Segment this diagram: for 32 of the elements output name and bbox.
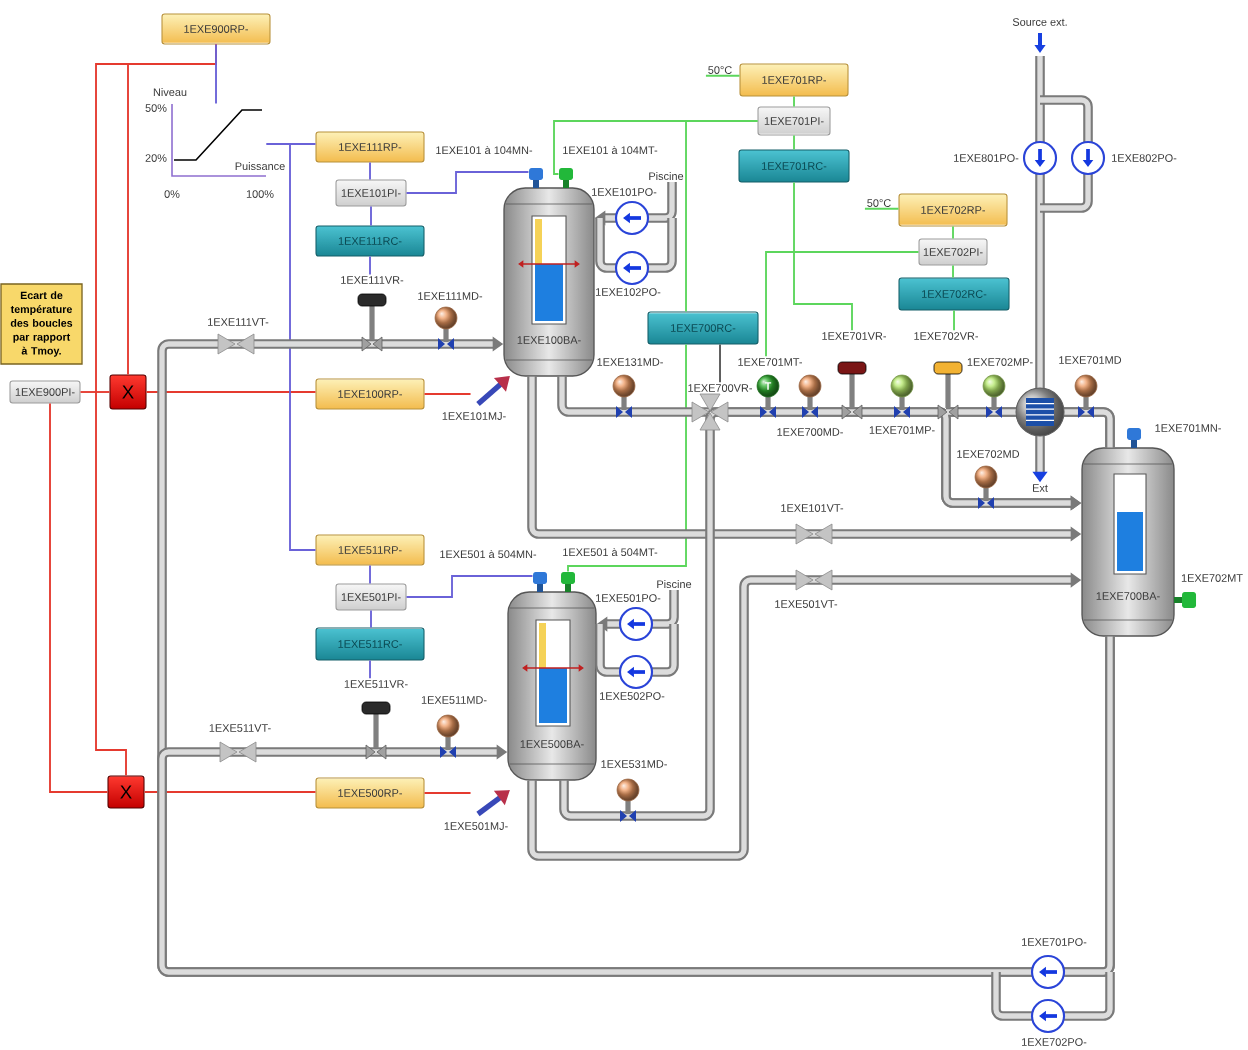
- signal-line: [79, 391, 111, 393]
- signal-line: [370, 609, 372, 629]
- signal-line: [369, 659, 371, 680]
- signal-line: [719, 343, 721, 384]
- signal-line: [705, 74, 741, 77]
- signal-line: [143, 791, 317, 793]
- x-box: X: [107, 775, 145, 809]
- signal-line: [685, 120, 759, 313]
- signal-line: [423, 792, 472, 794]
- signal-line: [369, 255, 371, 276]
- signal-line: [952, 264, 954, 279]
- signal-line: [793, 95, 795, 108]
- pipe: [559, 407, 1115, 821]
- signal-line: [423, 393, 472, 395]
- signal-line: [405, 575, 534, 598]
- signal-line: [49, 402, 109, 793]
- signal-line: [952, 225, 954, 240]
- signal-line: [265, 143, 317, 551]
- signal-line: [215, 43, 217, 105]
- signal-line: [953, 309, 955, 332]
- signal-line: [145, 391, 317, 393]
- signal-line: [405, 171, 530, 194]
- signal-line: [369, 564, 371, 585]
- signal-line: [369, 161, 371, 181]
- signal-line: [793, 181, 853, 332]
- pipe: [157, 636, 1115, 977]
- signal-line: [864, 207, 900, 210]
- signal-line: [765, 251, 920, 358]
- signal-line: [793, 134, 795, 151]
- x-box: X: [109, 374, 147, 410]
- signal-line: [370, 205, 372, 227]
- signal-line: [567, 343, 687, 573]
